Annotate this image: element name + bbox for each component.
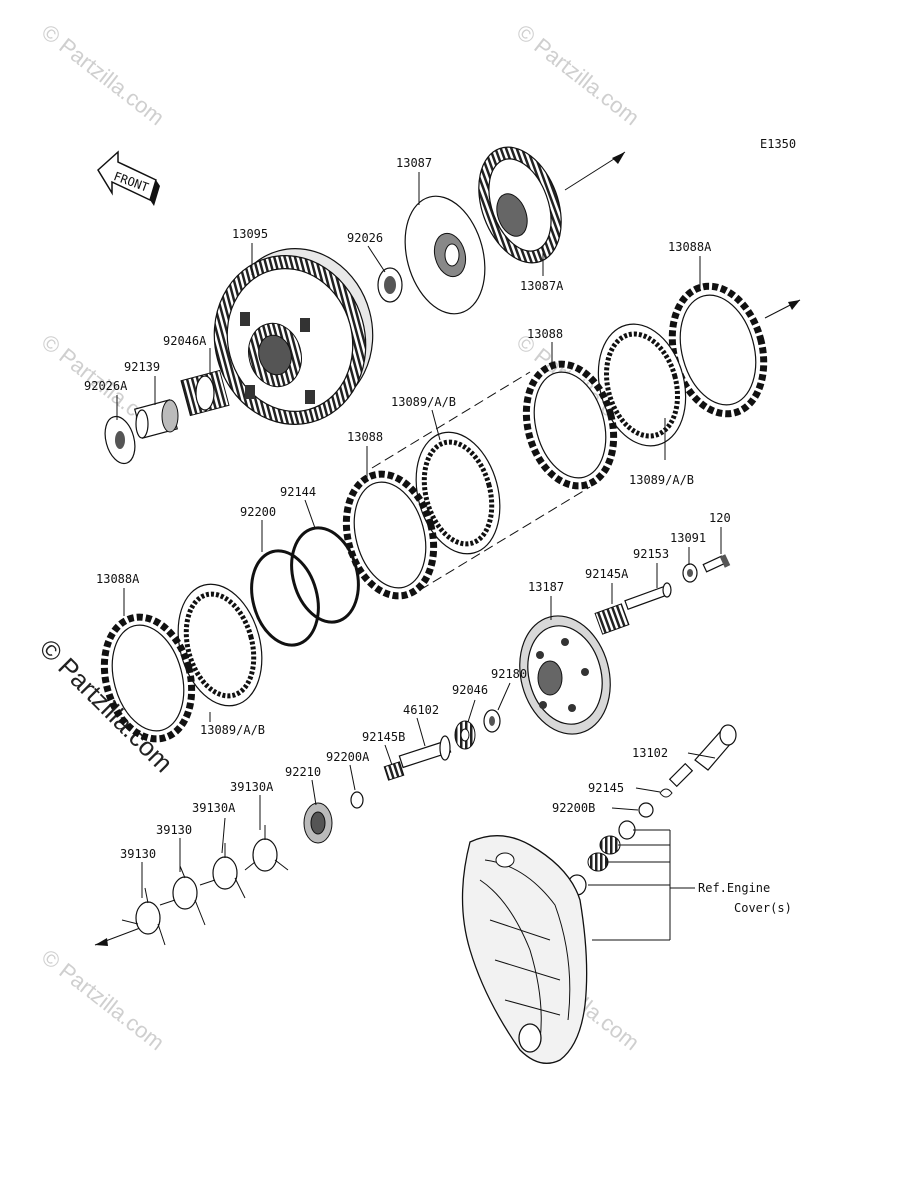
label-39130A-1: 39130A: [230, 780, 274, 794]
part-39130A-spider-2: [199, 843, 246, 899]
label-39130A-2: 39130A: [192, 801, 236, 815]
label-92180: 92180: [491, 667, 527, 681]
part-13087-plate: [404, 195, 486, 315]
label-13089-right: 13089/A/B: [629, 473, 694, 487]
part-92046A-bearing: [180, 369, 230, 417]
label-13088-left: 13088: [347, 430, 383, 444]
leader-lines: [116, 172, 722, 941]
ref-note-line-2: Cover(s): [734, 901, 792, 915]
part-120-bolt: [702, 554, 731, 573]
part-92200-seat: [250, 549, 320, 647]
part-92026A-washer: [104, 415, 136, 465]
part-92200A-washer: [350, 791, 364, 809]
label-92026: 92026: [347, 231, 383, 245]
label-39130-1: 39130: [156, 823, 192, 837]
part-39130-spider-2: [121, 887, 166, 946]
label-13089-center: 13089/A/B: [391, 395, 456, 409]
label-92145A: 92145A: [585, 567, 629, 581]
part-13088-friction-mid: [522, 360, 618, 490]
label-46102: 46102: [403, 703, 439, 717]
label-92153: 92153: [633, 547, 669, 561]
watermark: © Partzilla.com: [512, 19, 644, 130]
part-92144-spring: [290, 526, 360, 624]
label-120: 120: [709, 511, 731, 525]
part-13095-housing: [213, 248, 374, 425]
part-92046-bearing: [454, 720, 476, 750]
part-92180-washer: [483, 709, 501, 733]
label-13095: 13095: [232, 227, 268, 241]
part-92026-washer: [377, 267, 403, 303]
part-13091-washer: [682, 563, 698, 583]
part-13088-friction-left: [342, 470, 438, 600]
direction-arrows: [94, 151, 801, 946]
watermark: © Partzilla.com: [37, 944, 169, 1055]
part-92153-bolt: [624, 582, 672, 610]
label-92200B: 92200B: [552, 801, 595, 815]
ref-engine-cover-parts: [567, 820, 636, 896]
stack-guide-lines: [371, 371, 591, 591]
part-92139-collar: [133, 399, 179, 439]
ref-note-line-1: Ref.Engine: [698, 881, 770, 895]
part-13088A-friction-bottom: [100, 613, 196, 743]
part-39130A-spider-1: [244, 825, 289, 872]
part-13089-plate-left: [177, 583, 263, 707]
part-92200B-washer: [638, 802, 654, 818]
part-46102-pushrod: [398, 735, 452, 769]
label-92144: 92144: [280, 485, 316, 499]
label-92139: 92139: [124, 360, 160, 374]
label-13089-left: 13089/A/B: [200, 723, 265, 737]
part-13087A-hub: [478, 146, 562, 264]
watermark: © Partzilla.com: [37, 19, 169, 130]
front-arrow-icon: FRONT: [97, 150, 160, 206]
part-13102-lever: [668, 724, 737, 788]
label-13088-mid: 13088: [527, 327, 563, 341]
label-13088A-bottom: 13088A: [96, 572, 140, 586]
label-13187: 13187: [528, 580, 564, 594]
diagram-code: E1350: [760, 137, 796, 151]
part-39130-spider-1: [159, 865, 206, 926]
part-92145A-spring: [594, 603, 630, 635]
label-92210: 92210: [285, 765, 321, 779]
label-92046A: 92046A: [163, 334, 207, 348]
label-13091: 13091: [670, 531, 706, 545]
part-labels: 13087 13087A 92026 13095 13088A 92046A 9…: [84, 156, 792, 915]
label-92145: 92145: [588, 781, 624, 795]
label-39130-2: 39130: [120, 847, 156, 861]
label-92026A: 92026A: [84, 379, 128, 393]
label-92200A: 92200A: [326, 750, 370, 764]
part-13089-plate-center: [415, 431, 501, 555]
part-92145-spring: [659, 788, 673, 798]
label-92046: 92046: [452, 683, 488, 697]
label-13088A-top: 13088A: [668, 240, 712, 254]
label-13087A: 13087A: [520, 279, 564, 293]
label-92200: 92200: [240, 505, 276, 519]
label-13087: 13087: [396, 156, 432, 170]
part-13187-pressure-plate: [519, 615, 611, 735]
engine-cover: [461, 835, 588, 1064]
part-92145B-spring: [383, 761, 405, 781]
label-92145B: 92145B: [362, 730, 405, 744]
label-13102: 13102: [632, 746, 668, 760]
part-92210-seal: [303, 802, 333, 844]
